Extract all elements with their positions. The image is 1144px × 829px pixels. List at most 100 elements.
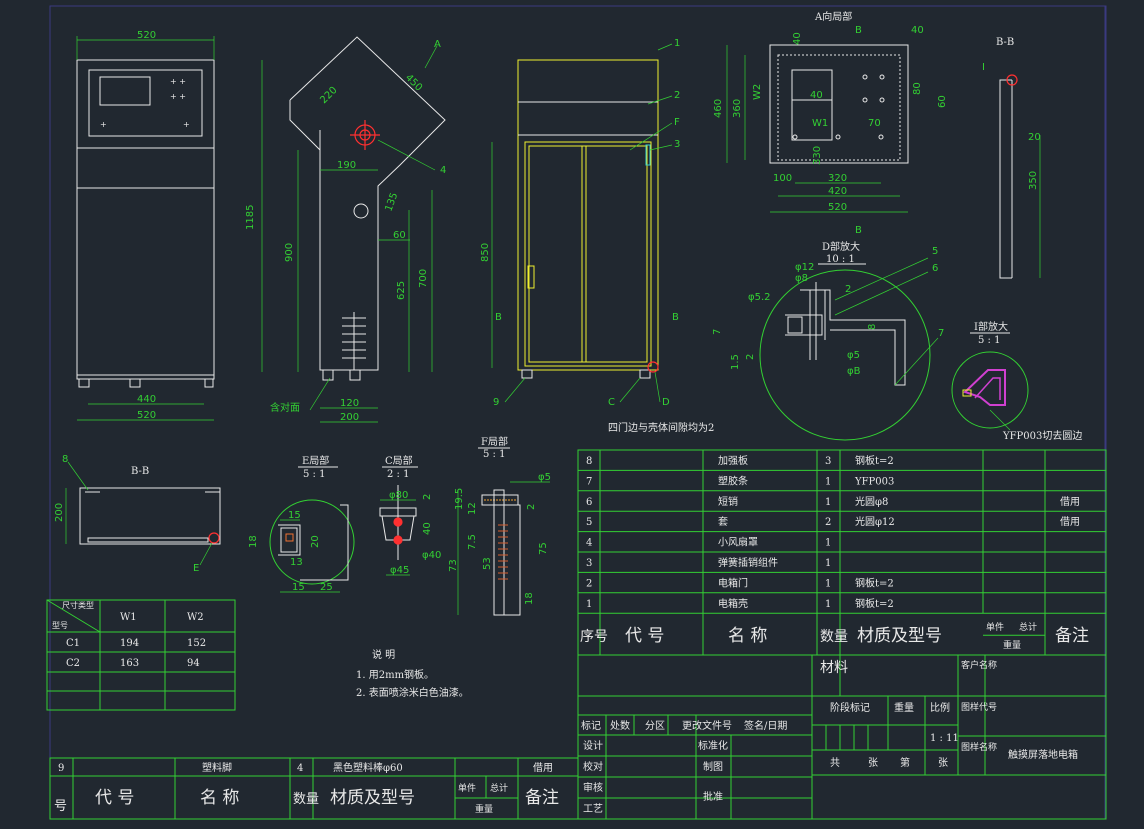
tb-role-check: 校对 xyxy=(583,760,603,773)
bottom-bom-name: 塑料脚 xyxy=(202,761,232,774)
bom-cell: 1 xyxy=(825,578,831,589)
side-view: 1185 900 625 700 450 220 190 135 60 120 … xyxy=(245,36,446,423)
bb-left-view: B-B 200 8 E xyxy=(54,454,221,574)
bom-cell: 弹簧插销组件 xyxy=(718,556,778,569)
bottom-bom-h-name: 名 称 xyxy=(200,788,239,808)
note-side: 含对面 xyxy=(270,401,300,414)
dim-f-phi5: φ5 xyxy=(538,472,551,483)
bom-header-unit: 单件 xyxy=(986,621,1004,633)
dim-a-80: 80 xyxy=(912,82,923,95)
dim-a-100: 100 xyxy=(773,173,792,184)
tb-role-draw: 制图 xyxy=(703,760,723,773)
dim-front-top: 520 xyxy=(137,30,156,41)
bottom-bom-h-material: 材质及型号 xyxy=(330,788,415,808)
bottom-bom-h-qty: 数量 xyxy=(293,792,319,807)
dim-side-total: 1185 xyxy=(245,205,256,230)
dim-side-d4: 135 xyxy=(383,191,400,213)
dim-side-d3: 190 xyxy=(337,160,356,171)
dim-a-60: 60 xyxy=(937,95,948,108)
dim-c-phi80: φ80 xyxy=(389,490,408,501)
a-view: A向局部 B 460 360 W2 40 40 40 80 60 W1 70 3… xyxy=(713,10,948,236)
notes-title: 说 明 xyxy=(372,648,395,661)
section-b-right: B xyxy=(672,312,679,323)
dim-e-15a: 15 xyxy=(288,510,301,521)
callout-2: 2 xyxy=(674,90,680,101)
bom-cell: 钢板t=2 xyxy=(855,454,894,467)
size-table-header-bottom: 型号 xyxy=(52,621,68,630)
bom-cell: 电箱壳 xyxy=(718,597,748,610)
dim-front-bottom: 520 xyxy=(137,410,156,421)
bom-cell: 6 xyxy=(586,497,592,508)
size-table-row-c2: C2 xyxy=(66,658,80,669)
dim-a-w1: W1 xyxy=(812,118,828,129)
bom-cell: 小风扇罩 xyxy=(718,536,758,549)
dim-bb-350: 350 xyxy=(1028,171,1039,190)
tb-customer: 客户名称 xyxy=(961,659,997,671)
tb-drawing-name: 触摸屏落地电箱 xyxy=(1008,748,1078,761)
dim-d-8: 8 xyxy=(867,324,878,330)
size-table-c2-w2: 94 xyxy=(187,658,200,669)
dim-side-h2: 625 xyxy=(396,281,407,300)
dim-f-75a: 7.5 xyxy=(467,534,478,550)
tb-drawing-name-label: 图样名称 xyxy=(961,741,997,753)
callout-f: F xyxy=(674,117,680,128)
title-f-detail: F局部 xyxy=(481,435,508,448)
tb-rev-sign: 签名/日期 xyxy=(744,719,787,732)
bottom-bom-remark: 借用 xyxy=(533,762,553,774)
bom-header-remark: 备注 xyxy=(1055,626,1089,646)
dim-a-420: 420 xyxy=(828,186,847,197)
size-table: 尺寸类型 型号 W1 W2 C1 194 152 C2 163 94 xyxy=(46,599,236,711)
bottom-bom-h-remark: 备注 xyxy=(525,788,559,808)
dim-e-20: 20 xyxy=(310,535,321,548)
callout-3: 3 xyxy=(674,139,680,150)
svg-text:+: + xyxy=(183,120,190,129)
callout-9: 9 xyxy=(493,397,499,408)
dim-d-7: 7 xyxy=(712,329,723,335)
bottom-bom-h-code: 代 号 xyxy=(95,788,134,808)
scale-f-detail: 5 : 1 xyxy=(483,449,505,460)
dim-side-h3: 700 xyxy=(418,269,429,288)
i-detail: I部放大 5 : 1 YFP003切去圆边 xyxy=(951,320,1082,442)
bom-cell: 7 xyxy=(586,476,592,487)
bottom-bom-qty: 4 xyxy=(297,763,303,774)
tb-rev-doc: 更改文件号 xyxy=(682,719,732,732)
note-item-1: 1. 用2mm钢板。 xyxy=(356,668,434,681)
bom-cell: 8 xyxy=(586,456,592,467)
bottom-bom-material: 黑色塑料棒φ60 xyxy=(333,761,403,774)
svg-text:+ +: + + xyxy=(170,92,186,101)
bom-cell: 4 xyxy=(586,538,592,549)
bom-cell: 借用 xyxy=(1060,516,1080,528)
bom-cell: 1 xyxy=(825,558,831,569)
bom-cell: 1 xyxy=(825,497,831,508)
title-block: 材料 客户名称 图样代号 图样名称 触摸屏落地电箱 阶段标记 重量 比例 1 :… xyxy=(577,654,1107,820)
bom-cell: 加强板 xyxy=(718,454,748,467)
dim-d-phi12: φ12 xyxy=(795,262,814,273)
scale-e-detail: 5 : 1 xyxy=(303,469,325,480)
scale-i-detail: 5 : 1 xyxy=(978,335,1000,346)
tb-total: 共 xyxy=(830,757,840,769)
bom-header-weight: 重量 xyxy=(1003,639,1021,651)
tb-rev-zone: 分区 xyxy=(645,720,665,732)
title-bb-left: B-B xyxy=(131,466,149,477)
bom-header-code: 代 号 xyxy=(625,626,664,646)
size-table-c2-w1: 163 xyxy=(120,658,139,669)
dim-e-18: 18 xyxy=(248,535,259,548)
tb-sheet-unit2: 张 xyxy=(938,757,948,769)
bom-cell: 2 xyxy=(586,578,592,589)
bom-header-total: 总计 xyxy=(1019,621,1037,633)
tb-drawing-no: 图样代号 xyxy=(961,701,997,713)
callout-c: C xyxy=(608,397,615,408)
scale-c-detail: 2 : 1 xyxy=(387,469,409,480)
bom-cell: 塑胶条 xyxy=(718,474,748,487)
callout-4: 4 xyxy=(440,165,446,176)
svg-text:+: + xyxy=(100,120,107,129)
tb-material: 材料 xyxy=(820,660,848,676)
tb-role-standard: 标准化 xyxy=(698,739,728,752)
dim-c-2: 2 xyxy=(422,494,433,500)
bom-cell: 短销 xyxy=(718,495,738,508)
dim-c-40: 40 xyxy=(422,522,433,535)
tb-sheet-unit: 张 xyxy=(868,757,878,769)
dim-a-40a: 40 xyxy=(792,32,803,45)
dim-f-12: 12 xyxy=(467,502,478,515)
tb-rev-mark: 标记 xyxy=(581,720,601,732)
